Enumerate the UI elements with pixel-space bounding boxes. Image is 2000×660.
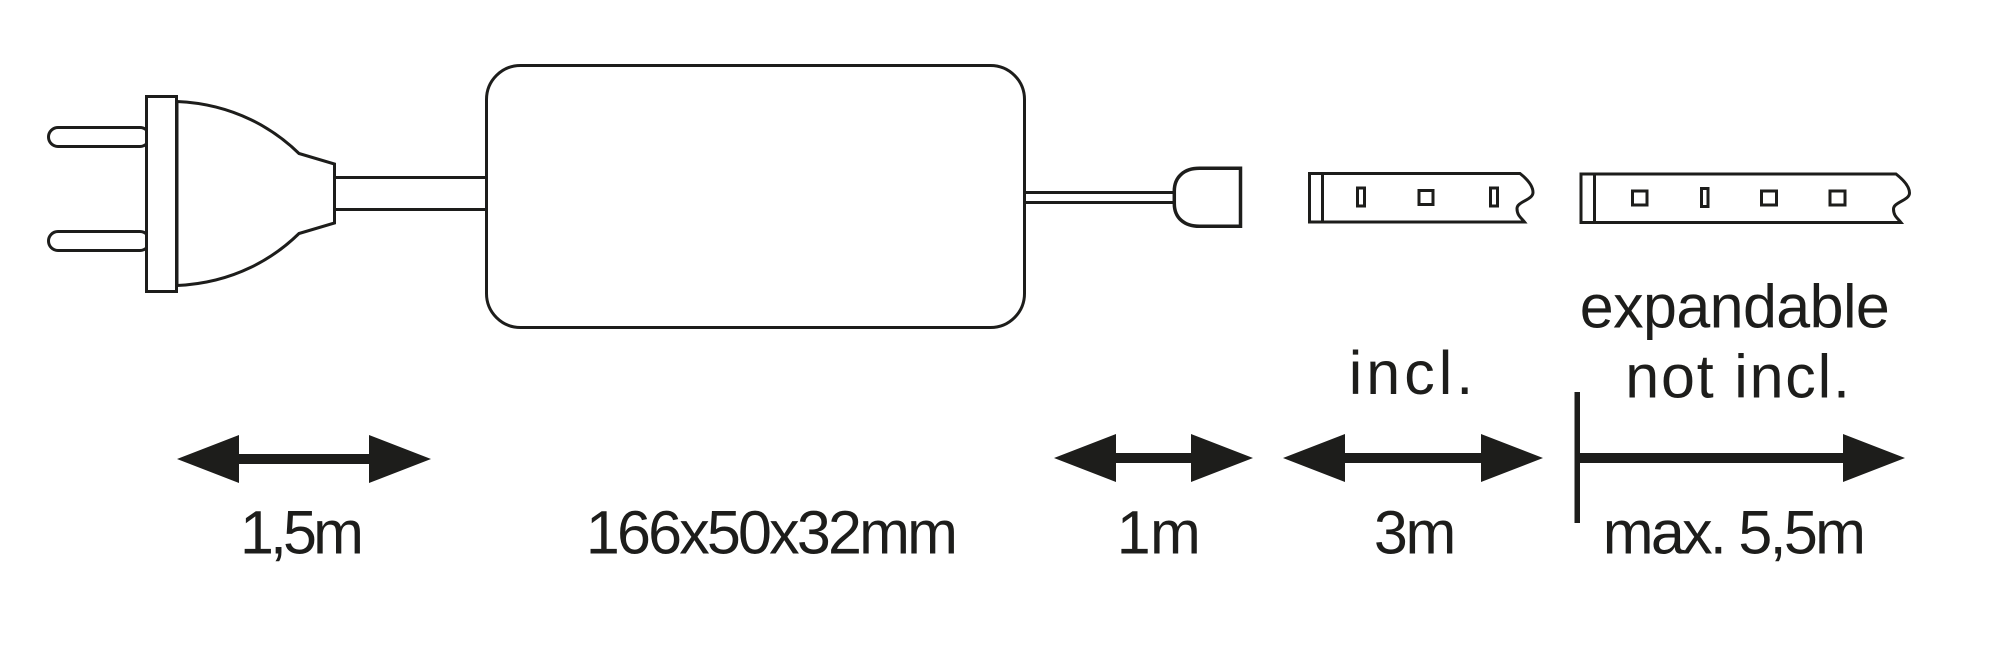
mains-cable-icon xyxy=(334,176,487,211)
arrow-included-strip-length xyxy=(1283,434,1543,482)
label-max-expandable-length: max. 5,5m xyxy=(1603,499,1863,567)
strip1-resistor-1 xyxy=(1356,186,1366,208)
plug-body xyxy=(175,99,336,288)
driver-box xyxy=(485,64,1026,329)
label-output-cable-length: 1m xyxy=(1117,499,1201,567)
mains-plug-icon xyxy=(47,95,336,293)
label-included-note: incl. xyxy=(1349,339,1477,407)
label-expandable-note-line2: not incl. xyxy=(1625,343,1851,411)
led-strip-included-icon xyxy=(1308,172,1535,224)
strip1-led-chip xyxy=(1417,189,1435,206)
strip2-led-chip-3 xyxy=(1828,189,1847,207)
plug-pin-bottom xyxy=(47,230,151,252)
arrow-expandable-length xyxy=(1574,392,1905,523)
arrow-output-cable-length xyxy=(1054,434,1253,482)
label-expandable-note-line1: expandable xyxy=(1580,273,1889,341)
output-cable-lines xyxy=(1024,191,1176,204)
strip2-resistor xyxy=(1700,187,1710,208)
strip1-outline xyxy=(1308,172,1535,224)
mains-cable-lines xyxy=(334,176,487,211)
expandable-arrow xyxy=(1580,434,1905,482)
strip2-outline xyxy=(1579,172,1912,224)
led-strip-expandable-icon xyxy=(1579,172,1912,224)
arrow-plug-cable-length xyxy=(177,435,431,483)
strip2-led-chip-2 xyxy=(1760,189,1778,207)
label-driver-dimensions: 166x50x32mm xyxy=(586,499,955,567)
label-plug-cable-length: 1,5m xyxy=(240,499,360,567)
output-cable-icon xyxy=(1024,191,1176,204)
strip2-led-chip-1 xyxy=(1631,189,1649,207)
strip1-resistor-2 xyxy=(1489,186,1499,208)
expandable-origin-bar xyxy=(1574,392,1580,523)
plug-pin-top xyxy=(47,126,151,148)
connector-icon xyxy=(1172,166,1243,229)
label-included-strip-length: 3m xyxy=(1374,499,1454,567)
plug-face-plate xyxy=(145,95,178,293)
